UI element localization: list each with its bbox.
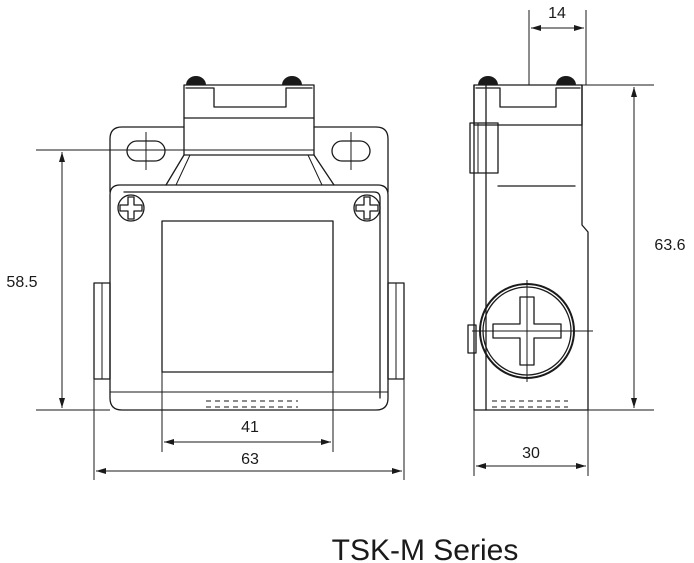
front-body [109, 184, 389, 411]
drawing-caption: TSK-M Series [332, 534, 519, 563]
dimension-label-14: 14 [548, 5, 566, 22]
side-large-screw-icon [472, 280, 593, 382]
dimension-label-58-5: 58.5 [6, 274, 37, 291]
side-view [467, 76, 593, 411]
dimension-front-height: 58.5 [6, 149, 184, 411]
front-view [93, 76, 405, 411]
dimension-side-top-width: 14 [528, 5, 587, 85]
front-side-ears [93, 282, 405, 380]
dimension-label-30: 30 [522, 445, 540, 462]
dimension-label-63-6: 63.6 [654, 237, 685, 254]
front-screw-right-icon [353, 194, 381, 222]
front-screw-left-icon [117, 194, 145, 222]
dimension-window-width: 41 [161, 372, 334, 452]
front-actuator [165, 76, 335, 186]
dimension-body-width: 63 [93, 379, 405, 480]
side-actuator [473, 76, 583, 126]
front-flange [109, 126, 389, 193]
dimension-side-depth: 30 [473, 410, 589, 476]
dimension-label-41: 41 [241, 419, 259, 436]
dimension-label-63: 63 [241, 451, 259, 468]
side-body [467, 84, 589, 411]
dimension-side-height: 63.6 [582, 84, 686, 411]
